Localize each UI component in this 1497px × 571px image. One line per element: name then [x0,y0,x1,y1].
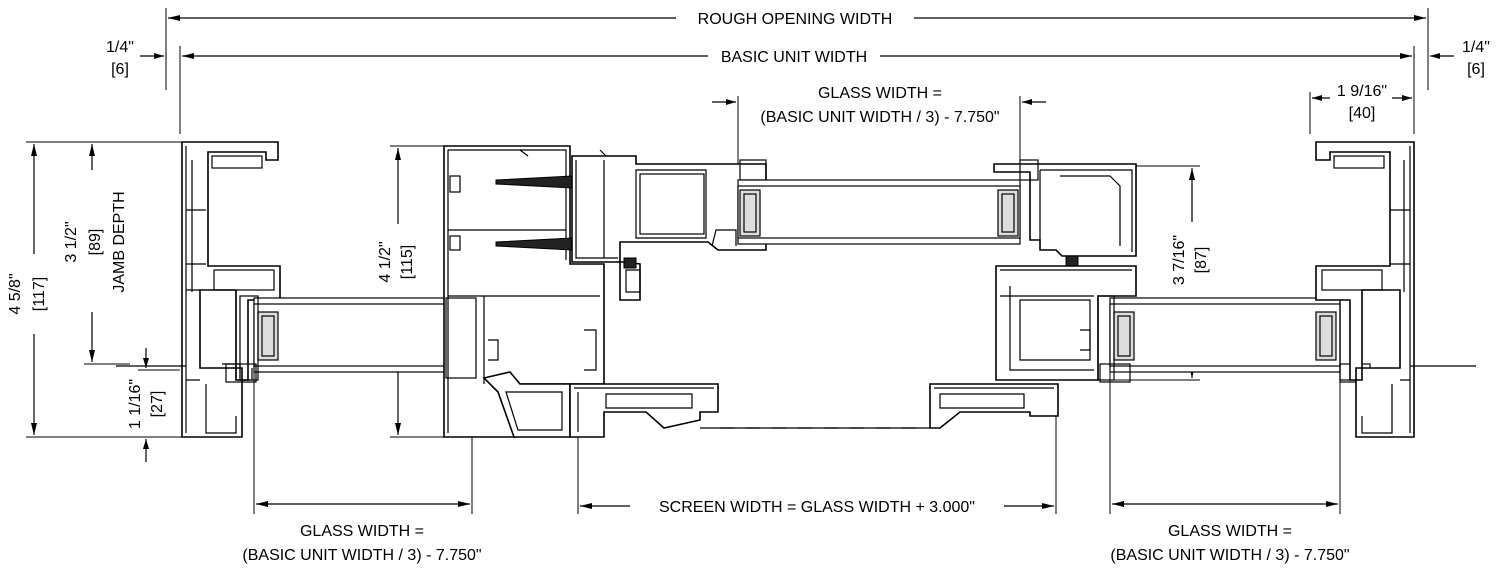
jamb-width-inches: 1 9/16" [1337,83,1387,100]
overall-depth-inches: 4 5/8" [7,273,24,314]
right-sash-glass [1097,295,1371,383]
dimension-labels: ROUGH OPENING WIDTH BASIC UNIT WIDTH 1/4… [7,11,1493,564]
screen-width-label: SCREEN WIDTH = GLASS WIDTH + 3.000" [659,499,975,516]
sash-depth-mm: [87] [1193,247,1210,274]
glass-width-left-line1: GLASS WIDTH = [300,523,424,540]
sill-offset-inches: 1 1/16" [127,379,144,429]
gap-left-inches: 1/4" [106,39,134,56]
gap-right-mm: [6] [1467,61,1485,78]
basic-unit-width-label: BASIC UNIT WIDTH [721,49,867,66]
overall-depth-mm: [117] [31,277,48,311]
jamb-depth-label: JAMB DEPTH [111,191,128,292]
glass-width-left-line2: (BASIC UNIT WIDTH / 3) - 7.750" [242,547,481,564]
jamb-depth-inches: 3 1/2" [63,221,80,262]
sill-offset-mm: [27] [149,391,166,418]
gap-left-mm: [6] [111,61,129,78]
glass-width-top-line2: (BASIC UNIT WIDTH / 3) - 7.750" [760,109,999,126]
interlock-depth-mm: [115] [399,245,416,279]
left-sash-glass [225,295,473,383]
dimension-lines [26,8,1454,514]
rough-opening-width-label: ROUGH OPENING WIDTH [698,11,893,28]
glass-width-top-line1: GLASS WIDTH = [818,85,942,102]
glass-width-right-line1: GLASS WIDTH = [1168,523,1292,540]
jamb-width-mm: [40] [1349,105,1376,122]
center-sash-profile [571,155,767,301]
right-interlock-profile [993,159,1137,381]
screen-frame [569,383,1059,438]
glass-width-right-line2: (BASIC UNIT WIDTH / 3) - 7.750" [1110,547,1349,564]
right-jamb-profile [1315,141,1476,438]
jamb-depth-mm: [89] [87,229,104,256]
gap-right-inches: 1/4" [1462,39,1490,56]
sash-depth-inches: 3 7/16" [1171,235,1188,285]
interlock-depth-inches: 4 1/2" [377,241,394,282]
top-glass-pane [737,179,1021,245]
